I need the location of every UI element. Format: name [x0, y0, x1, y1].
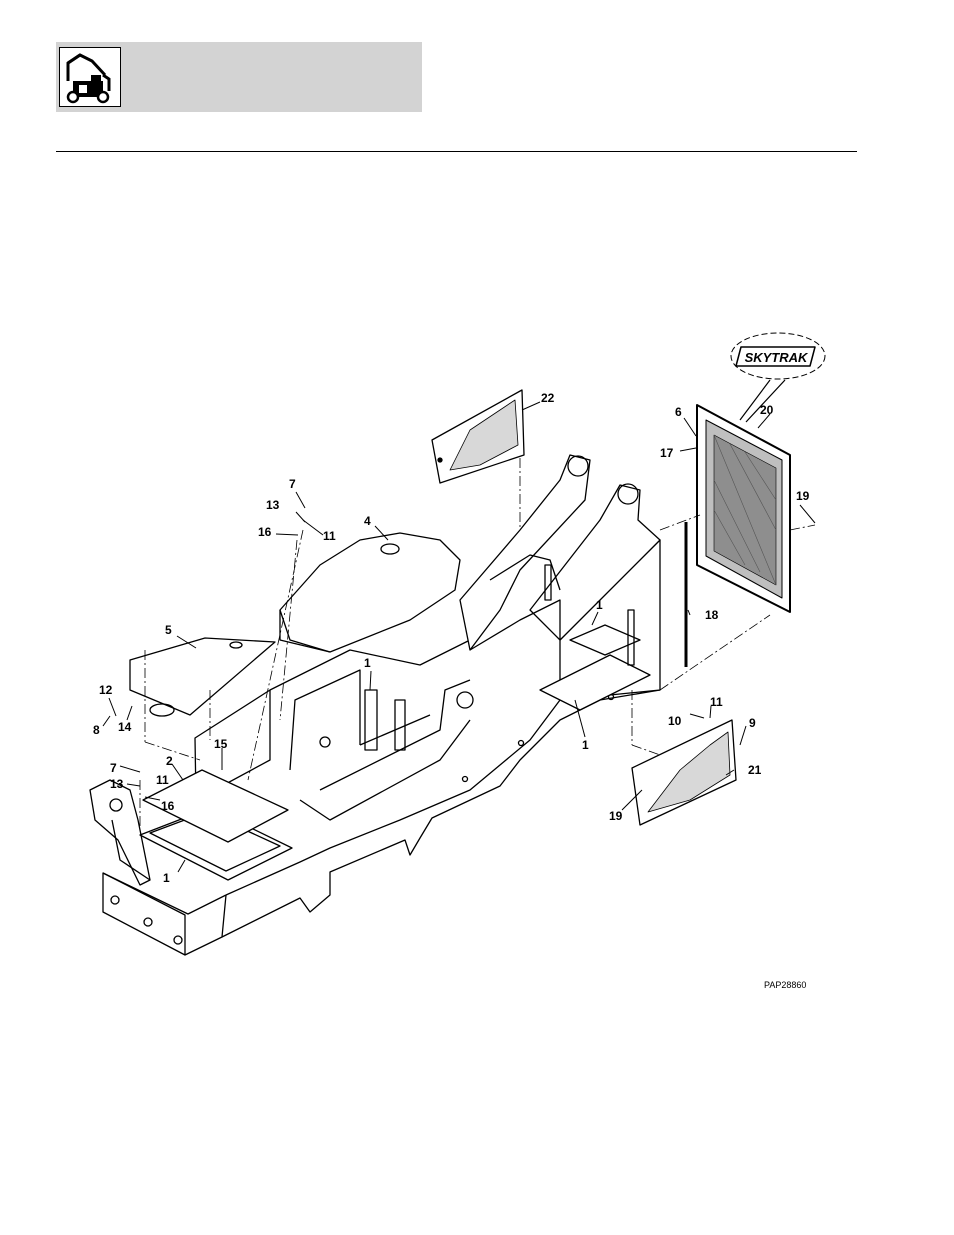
- callout-12: 12: [99, 683, 113, 697]
- callout-7: 7: [289, 477, 296, 491]
- callout-5: 5: [165, 623, 172, 637]
- callout-6: 6: [675, 405, 682, 419]
- callout-18: 18: [705, 608, 719, 622]
- part-5-cover: [130, 638, 275, 716]
- callout-21: 21: [748, 763, 762, 777]
- part-22-mesh-panel: [432, 390, 524, 483]
- callout-11: 11: [323, 529, 336, 543]
- part-20-grille: [697, 405, 790, 612]
- callout-11: 11: [156, 773, 169, 787]
- callout-17: 17: [660, 446, 674, 460]
- part-21-mesh-panel: [632, 720, 736, 825]
- callout-2: 2: [166, 754, 173, 768]
- callout-1: 1: [582, 738, 589, 752]
- callout-1: 1: [596, 598, 603, 612]
- callout-13: 13: [266, 498, 280, 512]
- callout-1: 1: [163, 871, 170, 885]
- callout-20: 20: [760, 403, 774, 417]
- figure-code: PAP28860: [764, 980, 806, 990]
- part-4-tank: [280, 533, 460, 652]
- callout-22: 22: [541, 391, 555, 405]
- callout-14: 14: [118, 720, 132, 734]
- callout-4: 4: [364, 514, 371, 528]
- callout-19: 19: [609, 809, 623, 823]
- callout-15: 15: [214, 737, 228, 751]
- callout-10: 10: [668, 714, 682, 728]
- logo-text: SKYTRAK: [745, 350, 809, 365]
- callout-13: 13: [110, 777, 124, 791]
- callout-11: 11: [710, 695, 723, 709]
- callout-7: 7: [110, 761, 117, 775]
- callout-8: 8: [93, 723, 100, 737]
- skytrak-logo-callout: [731, 333, 825, 422]
- callout-19: 19: [796, 489, 810, 503]
- callout-9: 9: [749, 716, 756, 730]
- callout-16: 16: [161, 799, 175, 813]
- callout-16: 16: [258, 525, 272, 539]
- callout-1: 1: [364, 656, 371, 670]
